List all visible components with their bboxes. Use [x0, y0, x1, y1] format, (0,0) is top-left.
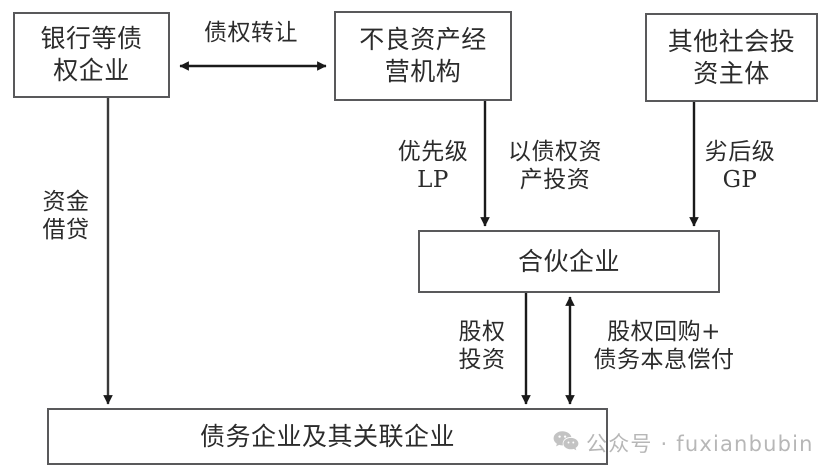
edge-label-debt-asset-investment: 以债权资 产投资 [508, 139, 602, 194]
node-debtor[interactable]: 债务企业及其关联企业 [47, 408, 608, 465]
node-other-investors[interactable]: 其他社会投 资主体 [645, 13, 818, 102]
node-bank[interactable]: 银行等债 权企业 [13, 12, 170, 98]
edge-label-buyback-repayment: 股权回购+ 债务本息偿付 [593, 319, 735, 374]
edge-label-junior-gp: 劣后级 GP [704, 139, 776, 194]
node-amc[interactable]: 不良资产经 营机构 [334, 11, 512, 101]
node-partnership[interactable]: 合伙企业 [418, 230, 720, 293]
edge-label-claim-transfer: 债权转让 [204, 20, 298, 46]
edge-label-capital-lending: 资金 借贷 [42, 189, 90, 244]
edge-label-equity-investment: 股权 投资 [458, 319, 506, 374]
edge-label-senior-lp: 优先级 LP [397, 139, 469, 194]
